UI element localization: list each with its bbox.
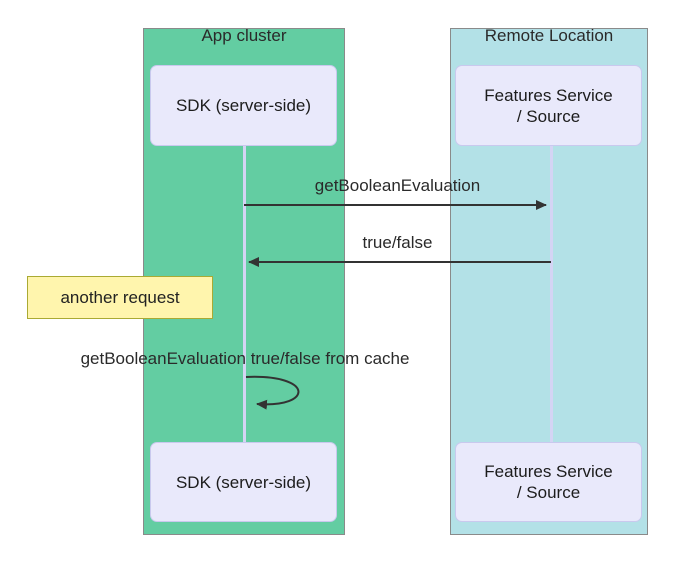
participant-box-features-bottom: Features Service / Source xyxy=(455,442,642,522)
message-label-get-boolean-evaluation: getBooleanEvaluation xyxy=(314,176,481,195)
participant-label-features-bottom-line1: Features Service xyxy=(484,462,613,481)
message-label-cache: getBooleanEvaluation true/false from cac… xyxy=(80,349,410,368)
participant-label-sdk-top: SDK (server-side) xyxy=(175,96,312,115)
participant-label-sdk-bottom: SDK (server-side) xyxy=(175,472,312,492)
note-label: another request xyxy=(60,287,180,307)
note-another-request: another request xyxy=(27,276,213,319)
participant-label-features-top-line1: Features Service xyxy=(484,85,613,105)
participant-box-sdk-top: SDK (server-side) xyxy=(150,65,337,146)
participant-label-features-bottom-line2: / Source xyxy=(516,483,581,502)
participant-box-features-top: Features Service / Source xyxy=(455,65,642,146)
participant-label-features-top-line2: / Source xyxy=(516,106,581,126)
participant-box-sdk-bottom: SDK (server-side) xyxy=(150,442,337,522)
features-service-lifeline xyxy=(550,146,553,442)
remote-location-label: Remote Location xyxy=(484,26,614,45)
sdk-lifeline xyxy=(243,146,246,442)
message-label-true-false: true/false xyxy=(362,233,433,252)
app-cluster-label: App cluster xyxy=(201,26,287,45)
